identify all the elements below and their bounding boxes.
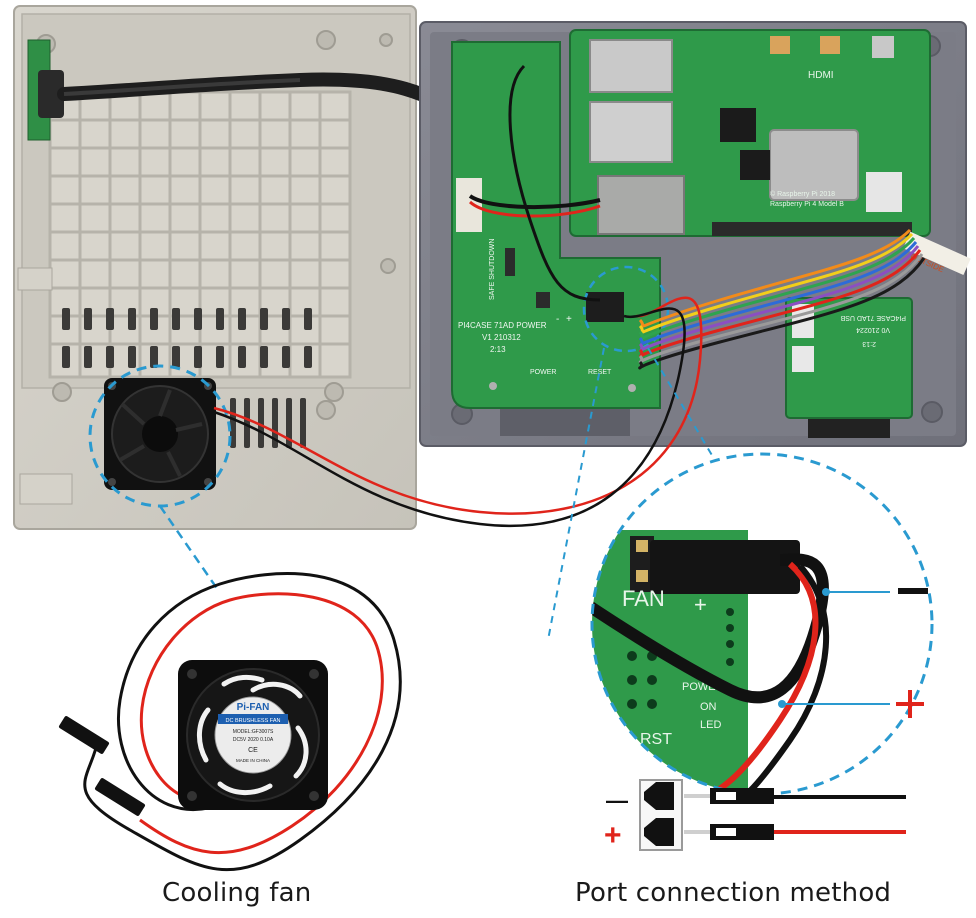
fan-brand: Pi-FAN bbox=[237, 702, 270, 713]
power-board-date: 2:13 bbox=[490, 345, 506, 354]
loose-fan: Pi-FAN DC BRUSHLESS FAN MODEL:GF3007S DC… bbox=[178, 660, 328, 810]
zoom-plus-label: + bbox=[694, 592, 707, 617]
fan-type: DC BRUSHLESS FAN bbox=[225, 718, 280, 724]
fan-origin: MADE IN CHINA bbox=[236, 758, 270, 763]
zoom-circle-border bbox=[590, 452, 934, 796]
diagram-negative-symbol: — bbox=[606, 788, 628, 813]
reset-silkscreen: RESET bbox=[588, 369, 612, 376]
fan-wire-black bbox=[213, 307, 686, 527]
rpi-copyright: © Raspberry Pi 2018 bbox=[770, 190, 835, 198]
zoom-view: FAN + POWER ON LED RST bbox=[590, 452, 934, 796]
zoom-rst-label: RST bbox=[640, 731, 672, 748]
hdmi-silkscreen: HDMI bbox=[808, 70, 834, 81]
raspberry-pi-board: HDMI Raspberry Pi 4 Model B © Raspberry … bbox=[569, 29, 931, 237]
connector-diagram: — + bbox=[604, 779, 906, 852]
zoom-led-label: LED bbox=[700, 719, 721, 731]
zoom-negative-mark bbox=[898, 588, 928, 594]
loose-fan-wires bbox=[83, 572, 402, 872]
loose-fan-connectors bbox=[58, 716, 146, 816]
fan-minus-silkscreen: - bbox=[556, 314, 559, 325]
usb-board-label: PI4CASE 71AD USB bbox=[840, 314, 906, 321]
usb-board-version: V0 210224 bbox=[856, 326, 890, 333]
mounted-fan bbox=[104, 378, 216, 490]
fan-plus-silkscreen: + bbox=[566, 314, 572, 325]
usb-board-date: 2:13 bbox=[862, 340, 876, 347]
port-connection-caption: Port connection method bbox=[575, 878, 892, 908]
zoom-positive-mark bbox=[896, 690, 924, 718]
fan-callout-leader bbox=[158, 505, 220, 591]
port-callout-leader-a bbox=[547, 347, 605, 641]
colored-ribbon bbox=[638, 228, 926, 370]
power-board-version: V1 210312 bbox=[482, 333, 521, 342]
usb-board: PI4CASE 71AD USB V0 210224 2:13 bbox=[785, 297, 913, 419]
safe-shutdown-silkscreen: SAFE SHUTDOWN bbox=[489, 239, 496, 300]
port-callout-leader-b bbox=[647, 347, 723, 473]
zoom-polarity-callouts bbox=[778, 588, 928, 718]
zoom-fan-label: FAN bbox=[622, 586, 665, 611]
power-silkscreen: POWER bbox=[530, 369, 556, 376]
cooling-fan-caption: Cooling fan bbox=[162, 878, 312, 908]
fan-ce-mark: CE bbox=[248, 747, 258, 754]
fan-rating: DC5V 2020 0.10A bbox=[233, 737, 274, 743]
power-board-label: PI4CASE 71AD POWER bbox=[458, 321, 547, 330]
power-board: PI4CASE 71AD POWER V1 210312 2:13 POWER … bbox=[451, 41, 661, 409]
diagram-positive-symbol: + bbox=[604, 819, 622, 852]
zoom-on-label: ON bbox=[700, 701, 717, 713]
rpi-silkscreen: Raspberry Pi 4 Model B bbox=[770, 201, 844, 208]
fan-model: MODEL:GF3007S bbox=[233, 729, 274, 735]
